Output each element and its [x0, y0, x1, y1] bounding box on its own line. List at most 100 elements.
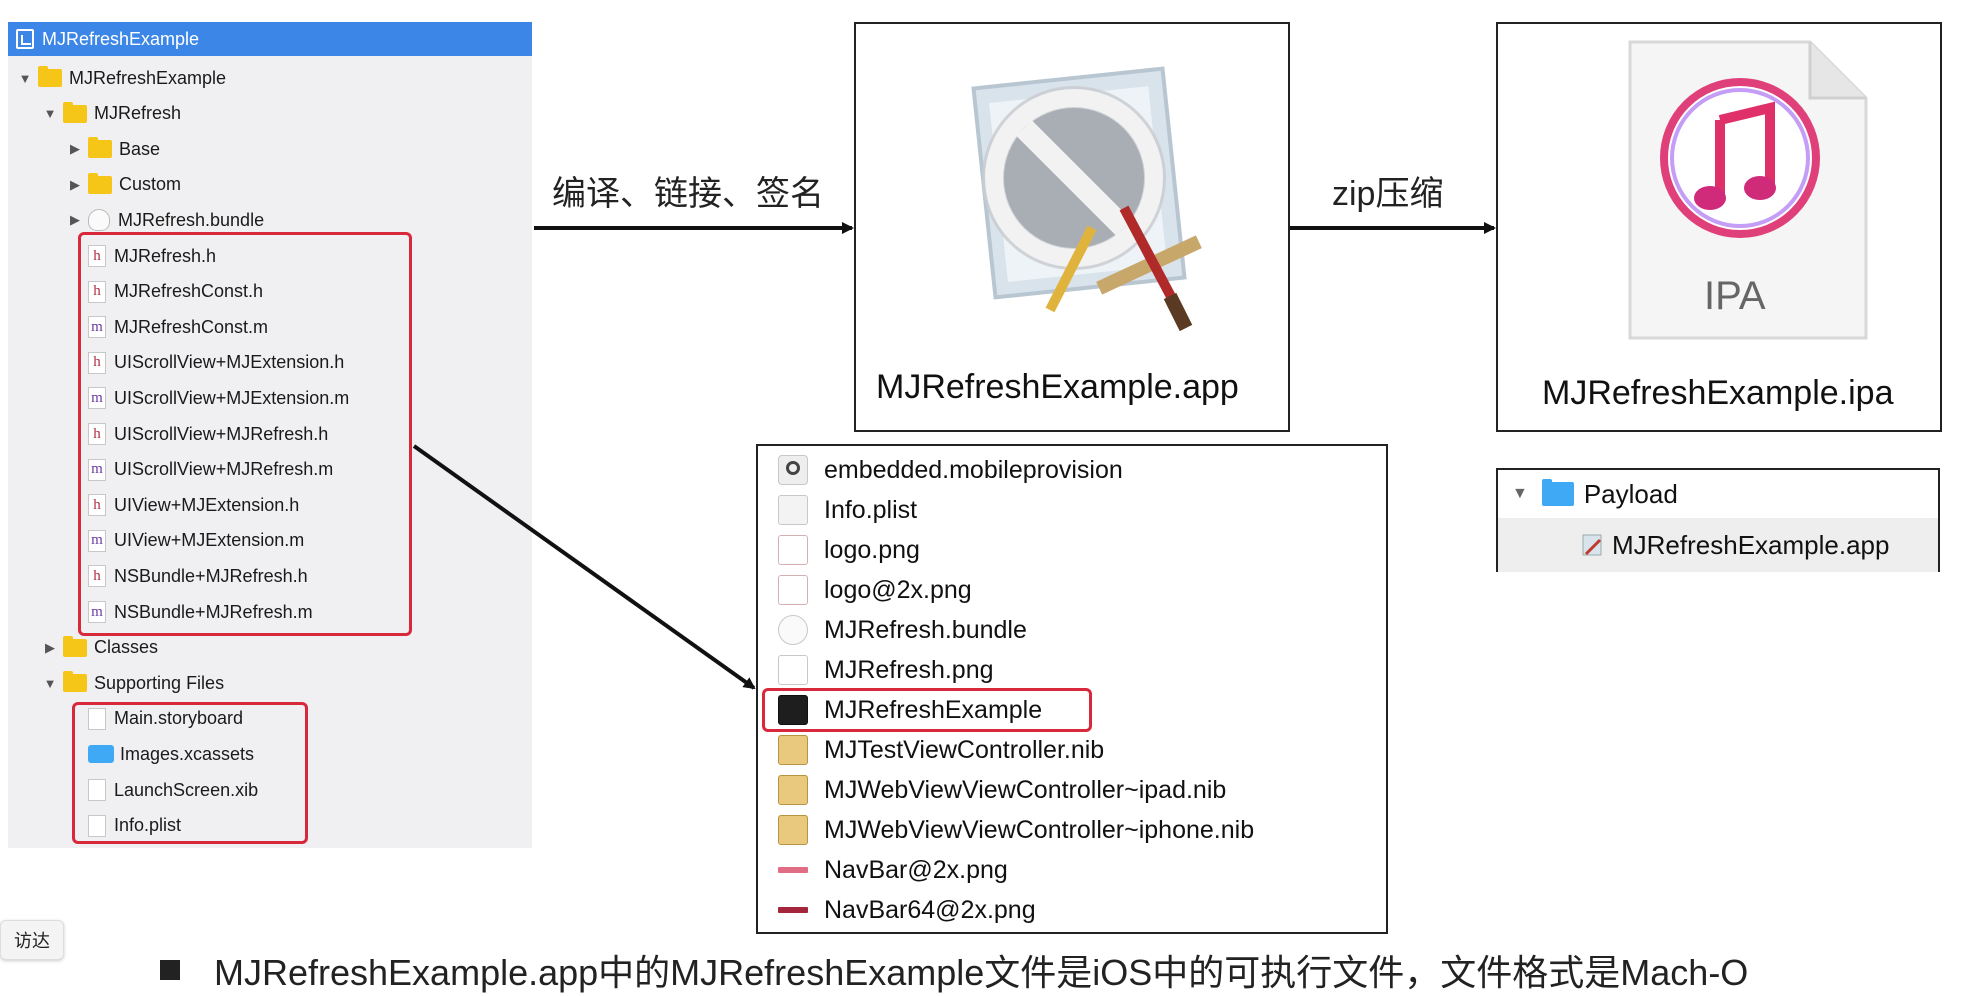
- navigator-item-label: MJRefreshExample: [69, 67, 227, 88]
- navigator-item-label: Main.storyboard: [114, 708, 244, 729]
- navigator-item[interactable]: Info.plist: [68, 811, 181, 841]
- app-content-label: embedded.mobileprovision: [824, 455, 1123, 484]
- image-icon: [778, 535, 808, 565]
- navigator-item-label: UIScrollView+MJExtension.m: [114, 387, 350, 408]
- navigator-item[interactable]: LaunchScreen.xib: [68, 775, 258, 805]
- highlight-supporting-files: [72, 702, 308, 844]
- disclosure-closed-icon[interactable]: ▶: [70, 141, 80, 157]
- disclosure-closed-icon[interactable]: ▶: [45, 639, 55, 655]
- app-content-label: Info.plist: [824, 495, 918, 524]
- nib-icon: [778, 815, 808, 845]
- app-bundle-icon: [971, 66, 1202, 332]
- navigator-item[interactable]: h UIView+MJExtension.h: [68, 490, 299, 520]
- app-content-label: logo.png: [824, 535, 920, 564]
- navigator-item[interactable]: ▶ Classes: [43, 633, 158, 663]
- app-content-item[interactable]: logo.png: [778, 530, 920, 570]
- app-content-item[interactable]: NavBar64@2x.png: [778, 890, 1036, 930]
- explanation-text: MJRefreshExample.app中的MJRefreshExample文件…: [214, 952, 1749, 993]
- app-content-item[interactable]: NavBar@2x.png: [778, 850, 1008, 890]
- plist-file-icon: [88, 814, 106, 837]
- app-content-item[interactable]: MJWebViewViewController~iphone.nib: [778, 810, 1254, 850]
- payload-folder-label: Payload: [1583, 478, 1678, 509]
- app-content-label: MJRefresh.bundle: [824, 615, 1027, 644]
- highlight-mjrefresh-sources: [78, 232, 412, 636]
- app-content-item[interactable]: MJRefreshExample: [778, 690, 1042, 730]
- navigator-item[interactable]: ▼MJRefresh: [43, 99, 181, 129]
- disclosure-open-icon[interactable]: ▼: [43, 675, 57, 691]
- folder-icon: [88, 137, 112, 159]
- ipa-box: IPA MJRefreshExample.ipa: [1496, 22, 1942, 432]
- navigator-item[interactable]: ▶Base: [68, 134, 160, 164]
- disclosure-open-icon[interactable]: ▼: [43, 106, 57, 122]
- header-file-icon: h: [88, 494, 106, 517]
- navigator-item-label: Info.plist: [114, 815, 182, 836]
- finder-tooltip: 访达: [0, 920, 64, 960]
- navigator-item-label: UIView+MJExtension.m: [114, 530, 305, 551]
- navigator-item[interactable]: Images.xcassets: [68, 739, 254, 769]
- app-content-item[interactable]: embedded.mobileprovision: [778, 450, 1123, 490]
- app-icon: [1582, 534, 1602, 556]
- app-content-item[interactable]: MJWebViewViewController~ipad.nib: [778, 770, 1226, 810]
- navigator-item[interactable]: Main.storyboard: [68, 704, 243, 734]
- navigator-item[interactable]: m UIView+MJExtension.m: [68, 526, 304, 556]
- plist-icon: [778, 495, 808, 525]
- app-content-item[interactable]: MJRefresh.png: [778, 650, 994, 690]
- app-content-item[interactable]: MJRefresh.bundle: [778, 610, 1027, 650]
- folder-icon: [38, 66, 62, 87]
- implementation-file-icon: m: [88, 316, 106, 339]
- explanation-bullet: MJRefreshExample.app中的MJRefreshExample文件…: [160, 944, 1748, 996]
- navigator-item-label: NSBundle+MJRefresh.m: [114, 601, 313, 622]
- navigator-item[interactable]: ▶ Custom: [68, 170, 181, 200]
- payload-folder-row[interactable]: ▼ Payload: [1498, 470, 1938, 518]
- provision-icon: [778, 455, 808, 485]
- app-content-item[interactable]: Info.plist: [778, 490, 917, 530]
- navigator-item[interactable]: ▶MJRefresh.bundle: [68, 205, 264, 235]
- folder-icon: [63, 671, 87, 693]
- project-navigator: MJRefreshExample ▼MJRefreshExample▼MJRef…: [8, 22, 532, 848]
- navigator-item[interactable]: ▼Supporting Files: [43, 668, 224, 698]
- image-icon: [778, 655, 808, 685]
- bundle-icon: [778, 615, 808, 645]
- bullet-square-icon: [160, 960, 180, 980]
- navigator-item[interactable]: m MJRefreshConst.m: [68, 312, 268, 342]
- bar-image-icon: [778, 907, 808, 913]
- app-content-label: NavBar@2x.png: [824, 855, 1008, 884]
- implementation-file-icon: m: [88, 458, 106, 481]
- payload-app-row[interactable]: MJRefreshExample.app: [1498, 518, 1938, 572]
- app-content-item[interactable]: MJTestViewController.nib: [778, 730, 1104, 770]
- disclosure-open-icon[interactable]: ▼: [18, 70, 32, 86]
- navigator-selected-project-row[interactable]: MJRefreshExample: [8, 22, 532, 56]
- header-file-icon: h: [88, 351, 106, 374]
- navigator-item-label: UIView+MJExtension.h: [114, 494, 300, 515]
- navigator-item-label: Custom: [119, 174, 182, 195]
- executable-icon: [778, 695, 808, 725]
- ipa-file-icon: [1628, 40, 1868, 340]
- app-content-item[interactable]: logo@2x.png: [778, 570, 972, 610]
- compile-link-sign-label: 编译、链接、签名: [552, 175, 824, 213]
- disclosure-closed-icon[interactable]: ▶: [70, 176, 80, 192]
- app-content-label: MJWebViewViewController~ipad.nib: [824, 775, 1227, 804]
- nib-icon: [778, 775, 808, 805]
- navigator-item-label: Classes: [94, 637, 159, 658]
- navigator-item-label: LaunchScreen.xib: [114, 779, 259, 800]
- ipa-icon-text: IPA: [1704, 274, 1766, 318]
- header-file-icon: h: [88, 280, 106, 303]
- navigator-item-label: NSBundle+MJRefresh.h: [114, 565, 308, 586]
- header-file-icon: h: [88, 423, 106, 445]
- payload-app-label: MJRefreshExample.app: [1612, 529, 1890, 560]
- implementation-file-icon: m: [88, 529, 106, 552]
- navigator-item-label: MJRefreshConst.m: [114, 316, 269, 337]
- disclosure-closed-icon[interactable]: ▶: [70, 212, 80, 228]
- storyboard-file-icon: [88, 707, 106, 730]
- asset-catalog-icon: [88, 745, 114, 764]
- disclosure-open-icon[interactable]: ▼: [1512, 485, 1528, 502]
- navigator-item[interactable]: ▼ MJRefreshExample: [18, 63, 226, 93]
